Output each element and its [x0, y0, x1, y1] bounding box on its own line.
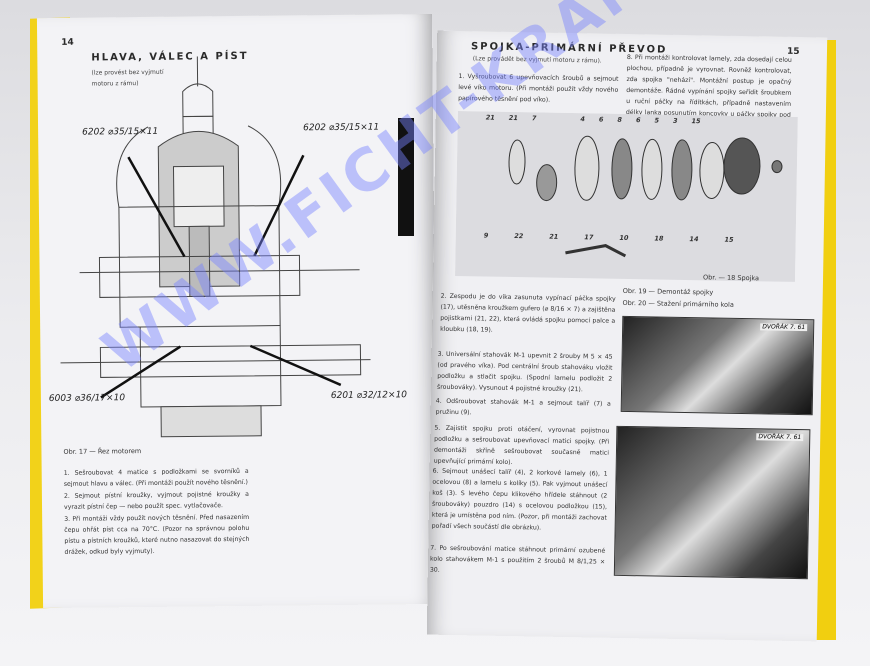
paragraph: 3. Universální stahovák M-1 upevnit 2 šr… — [437, 350, 613, 394]
page-number: 14 — [61, 37, 74, 48]
part-number: 18 — [654, 234, 664, 243]
part-number: 21 — [508, 113, 518, 123]
part-number: 17 — [584, 233, 594, 242]
figure-caption: Obr. 19 — Demontáž spojky — [622, 286, 714, 297]
part-number: 6 — [635, 116, 641, 125]
paragraph: 2. Zespodu je do víka zasunuta vypínací … — [440, 292, 616, 334]
part-number: 5 — [654, 116, 660, 125]
photo-clutch-removal: DVOŘÁK 7. 61 — [620, 315, 815, 416]
paragraph: 6. Sejmout unášecí talíř (4), 2 korkové … — [431, 467, 608, 532]
part-number: 15 — [691, 117, 701, 126]
part-number: 8 — [617, 115, 623, 124]
part-number: 14 — [689, 235, 699, 244]
part-number: 22 — [514, 232, 524, 241]
bearing-label: 6201 ⌀32/12×10 — [330, 390, 408, 402]
paragraph: 3. Při montáži vždy použít nových těsněn… — [64, 513, 250, 556]
photo-signature: DVOŘÁK 7. 61 — [756, 433, 804, 442]
bearing-label: 6003 ⌀36/17×10 — [48, 393, 126, 404]
part-number: 6 — [598, 115, 604, 124]
part-number: 9 — [483, 231, 489, 240]
figure-caption: Obr. — 18 Spojka — [702, 273, 760, 283]
right-page: SPOJKA-PRIMÁRNÍ PŘEVOD 15 (Lze provádět … — [426, 30, 828, 642]
paragraph: 2. Sejmout pístní kroužky, vyjmout pojis… — [63, 490, 249, 511]
part-number: 4 — [580, 115, 586, 124]
bearing-label: 6202 ⌀35/15×11 — [82, 126, 159, 138]
photo-primary-gear-removal: DVOŘÁK 7. 61 — [613, 425, 811, 580]
paragraph: 5. Zajistit spojku proti otáčení, vyrovn… — [433, 424, 610, 467]
paragraph: 4. Odšroubovat stahovák M-1 a sejmout ta… — [435, 397, 611, 417]
left-page: 14 HLAVA, VÁLEC A PÍST (lze provést bez … — [36, 13, 439, 609]
figure-caption: Obr. 17 — Řez motorem — [63, 447, 142, 456]
part-number: 3 — [672, 116, 678, 125]
part-number: 10 — [619, 233, 629, 243]
figure-caption: Obr. 20 — Stažení primárního kola — [622, 298, 734, 309]
part-number: 7 — [531, 114, 537, 123]
clutch-exploded-diagram — [455, 111, 798, 282]
paragraph: 7. Po sešroubování matice stáhnout primá… — [429, 544, 606, 574]
page-gap-shadow — [398, 118, 414, 236]
part-number: 15 — [724, 235, 734, 244]
part-number: 21 — [549, 232, 559, 241]
paragraph: 1. Sešroubovat 4 matice s podložkami se … — [63, 467, 249, 488]
photo-signature: DVOŘÁK 7. 61 — [760, 323, 808, 332]
engine-cross-section-drawing — [60, 56, 371, 438]
